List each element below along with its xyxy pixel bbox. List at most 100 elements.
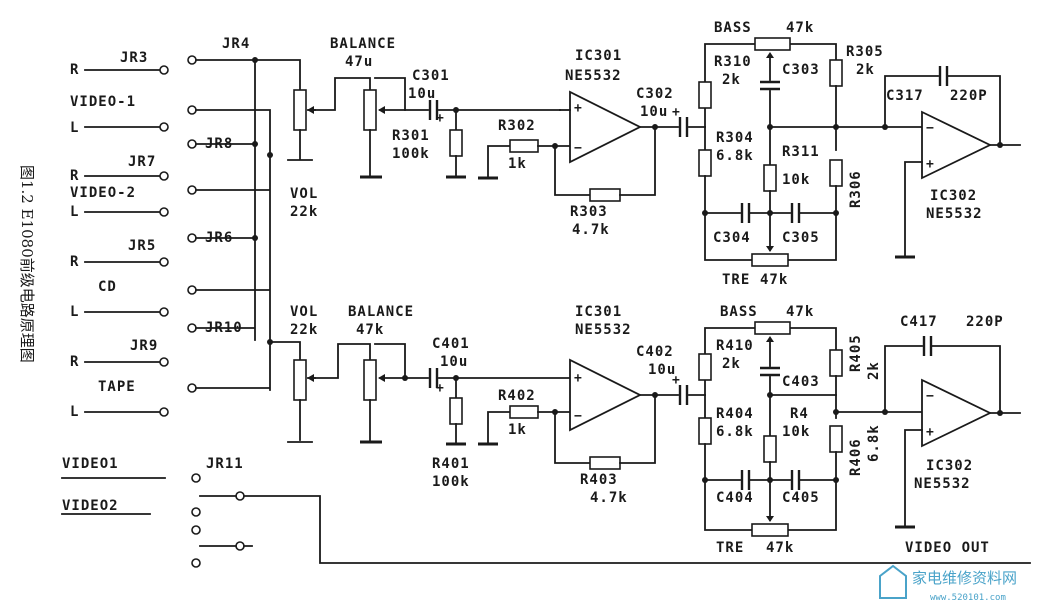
- vol-pot-upper: [293, 89, 307, 131]
- r404-value: 6.8k: [716, 424, 754, 440]
- c403-label: C403: [782, 374, 820, 390]
- r303-value: 4.7k: [572, 222, 610, 238]
- r402-label: R402: [498, 388, 536, 404]
- vol-value-lower: 22k: [290, 322, 318, 338]
- vol-pot-lower: [293, 359, 307, 401]
- c301-value: 10u: [408, 86, 436, 102]
- r306-label: R306: [848, 170, 864, 208]
- svg-text:+: +: [436, 111, 444, 126]
- c317-value: 220P: [950, 88, 988, 104]
- input-section: R VIDEO-1 L R VIDEO-2 L R CD L R TAPE L …: [70, 36, 301, 420]
- svg-text:+: +: [436, 381, 444, 396]
- label-l4: L: [70, 404, 79, 420]
- r401-value: 100k: [432, 474, 470, 490]
- label-jr7: JR7: [128, 154, 156, 170]
- ic301-label-lower: IC301: [575, 304, 622, 320]
- r405-label: R405: [848, 334, 864, 372]
- treble-pot-upper: [751, 253, 789, 267]
- r402-value: 1k: [508, 422, 527, 438]
- r4-label: R4: [790, 406, 809, 422]
- r301-value: 100k: [392, 146, 430, 162]
- r405-value: 2k: [866, 361, 882, 380]
- r410-label: R410: [716, 338, 754, 354]
- c402-value: 10u: [648, 362, 676, 378]
- ic302-opamp: [921, 110, 993, 180]
- svg-text:+: +: [926, 425, 934, 440]
- c304-label: C304: [713, 230, 751, 246]
- treble-value-lower: 47k: [766, 540, 794, 556]
- input-jack: [159, 65, 169, 417]
- c402-label: C402: [636, 344, 674, 360]
- r302-label: R302: [498, 118, 536, 134]
- label-r4: R: [70, 354, 79, 370]
- r302-value: 1k: [508, 156, 527, 172]
- ic301-opamp: [569, 90, 643, 164]
- label-video-out: VIDEO OUT: [905, 540, 990, 556]
- label-jr3: JR3: [120, 50, 148, 66]
- ic301-label: IC301: [575, 48, 622, 64]
- label-r1: R: [70, 62, 79, 78]
- bass-label-lower: BASS: [720, 304, 758, 320]
- c417-value: 220P: [966, 314, 1004, 330]
- ic301-opamp-lower: [569, 358, 643, 432]
- c401-value: 10u: [440, 354, 468, 370]
- r406-label: R406: [848, 438, 864, 476]
- label-cd: CD: [98, 279, 117, 295]
- r301-label: R301: [392, 128, 430, 144]
- c303-label: C303: [782, 62, 820, 78]
- video-select: VIDEO1 VIDEO2 JR11 VIDEO OUT: [61, 456, 1031, 568]
- label-l1: L: [70, 120, 79, 136]
- svg-text:+: +: [926, 157, 934, 172]
- c305-label: C305: [782, 230, 820, 246]
- c405-label: C405: [782, 490, 820, 506]
- balance-pot-upper: [363, 89, 377, 131]
- c417-label: C417: [900, 314, 938, 330]
- ic301-type: NE5532: [565, 68, 622, 84]
- ic302-label-lower: IC302: [926, 458, 973, 474]
- r303-label: R303: [570, 204, 608, 220]
- r311-value: 10k: [782, 172, 810, 188]
- treble-value-upper: 47k: [760, 272, 788, 288]
- label-video1: VIDEO-1: [70, 94, 136, 110]
- balance-label-lower: BALANCE: [348, 304, 414, 320]
- treble-pot-lower: [751, 523, 789, 537]
- svg-text:+: +: [574, 371, 582, 386]
- c301-label: C301: [412, 68, 450, 84]
- svg-text:+: +: [672, 105, 680, 120]
- r401-label: R401: [432, 456, 470, 472]
- r403-label: R403: [580, 472, 618, 488]
- c404-label: C404: [716, 490, 754, 506]
- r311-label: R311: [782, 144, 820, 160]
- treble-label-upper: TRE: [722, 272, 750, 288]
- r310-label: R310: [714, 54, 752, 70]
- r305-value: 2k: [856, 62, 875, 78]
- label-tape: TAPE: [98, 379, 136, 395]
- upper-channel: VOL 22k BALANCE 47u + C301 10u R301 100k…: [287, 20, 1021, 288]
- bass-pot-upper: [754, 37, 791, 51]
- label-r2: R: [70, 168, 79, 184]
- vol-value-upper: 22k: [290, 204, 318, 220]
- svg-text:+: +: [574, 101, 582, 116]
- ic302-type: NE5532: [926, 206, 983, 222]
- svg-text:+: +: [672, 373, 680, 388]
- label-video2: VIDEO-2: [70, 185, 136, 201]
- watermark-text: 家电维修资料网: [912, 569, 1017, 587]
- balance-value-upper: 47u: [345, 54, 373, 70]
- ic302-label: IC302: [930, 188, 977, 204]
- r404-label: R404: [716, 406, 754, 422]
- vol-label-lower: VOL: [290, 304, 318, 320]
- balance-pot-lower: [363, 359, 377, 401]
- r310-value: 2k: [722, 72, 741, 88]
- r403-value: 4.7k: [590, 490, 628, 506]
- label-video02: VIDEO2: [62, 498, 119, 514]
- svg-text:−: −: [574, 409, 582, 424]
- r305-label: R305: [846, 44, 884, 60]
- treble-label-lower: TRE: [716, 540, 744, 556]
- label-video01: VIDEO1: [62, 456, 119, 472]
- label-jr9: JR9: [130, 338, 158, 354]
- balance-value-lower: 47k: [356, 322, 384, 338]
- r4-value: 10k: [782, 424, 810, 440]
- ic302-type-lower: NE5532: [914, 476, 971, 492]
- watermark-url: www.520101.com: [930, 593, 1006, 603]
